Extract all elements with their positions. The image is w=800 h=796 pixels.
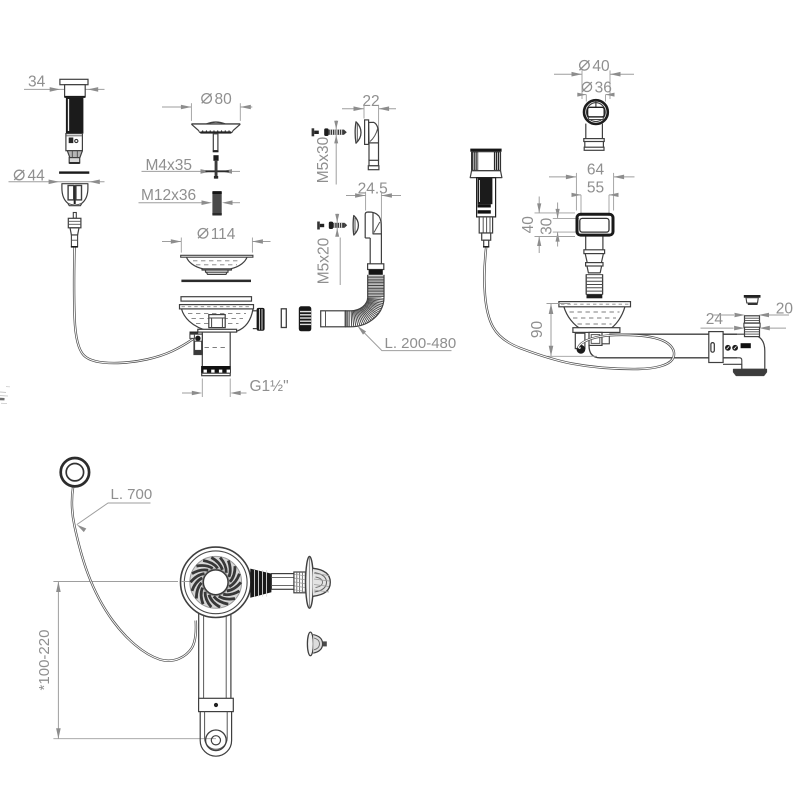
svg-text:44: 44 xyxy=(28,167,46,184)
svg-text:M5x30: M5x30 xyxy=(315,136,332,183)
svg-text:30: 30 xyxy=(538,217,555,235)
svg-text:20: 20 xyxy=(776,301,794,318)
svg-text:34: 34 xyxy=(28,74,46,91)
svg-text:40: 40 xyxy=(520,216,537,234)
svg-text:114: 114 xyxy=(211,226,236,243)
svg-text:M5x20: M5x20 xyxy=(315,237,332,284)
svg-text:L. 200-480: L. 200-480 xyxy=(385,335,457,352)
svg-text:*100-220: *100-220 xyxy=(36,630,53,691)
svg-text:22: 22 xyxy=(362,93,379,110)
svg-text:80: 80 xyxy=(215,91,233,108)
svg-text:L. 700: L. 700 xyxy=(111,486,153,503)
svg-text:36: 36 xyxy=(595,80,612,97)
svg-text:M4x35: M4x35 xyxy=(146,157,193,174)
svg-text:M12x36: M12x36 xyxy=(141,187,196,204)
svg-text:G1½": G1½" xyxy=(250,378,289,395)
svg-text:24: 24 xyxy=(706,311,724,328)
svg-text:40: 40 xyxy=(592,58,610,75)
svg-text:64: 64 xyxy=(587,161,605,178)
svg-text:55: 55 xyxy=(587,179,604,196)
svg-text:90: 90 xyxy=(529,321,546,339)
